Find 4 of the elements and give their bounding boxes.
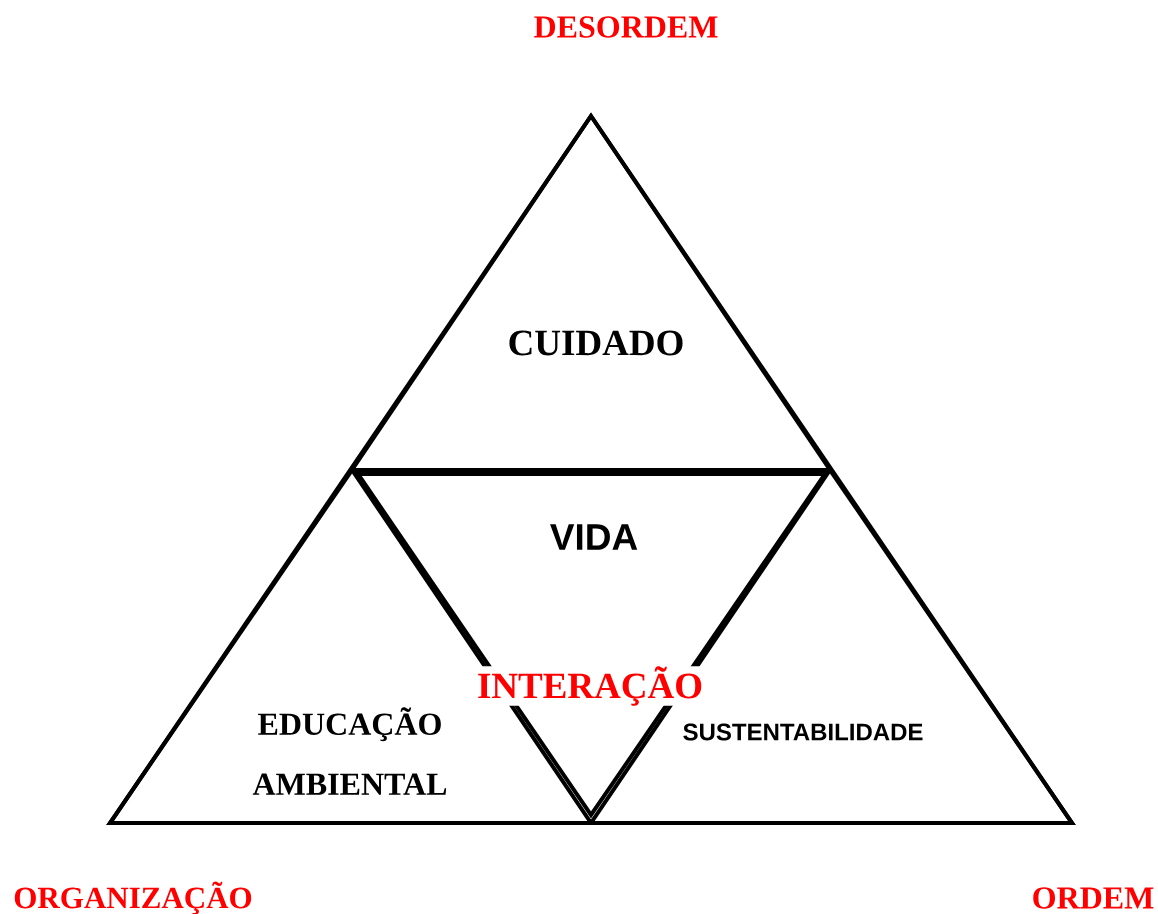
corner-label: DESORDEM — [534, 16, 718, 38]
corner-label: INTERAÇÃO — [476, 666, 704, 706]
corner-label: ORGANIZAÇÃO — [14, 881, 252, 914]
corner-label: ORDEM — [1033, 887, 1154, 909]
